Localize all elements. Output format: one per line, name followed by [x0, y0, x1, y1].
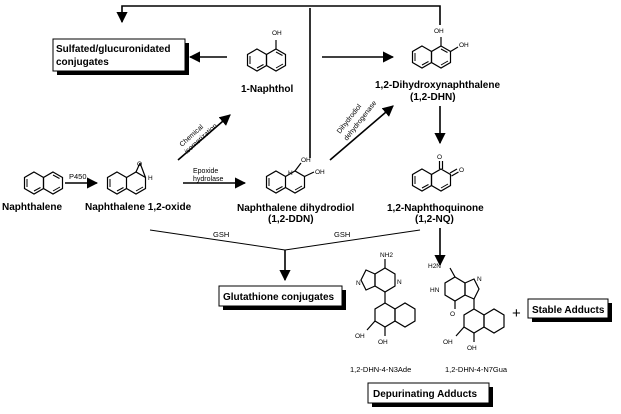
epoxide-label: Epoxide — [193, 168, 218, 175]
isomerization-arrow — [177, 114, 231, 161]
n3ade-oh-atom-1: OH — [355, 333, 365, 340]
naphthalene-oxide-label: Naphthalene 1,2-oxide — [85, 202, 192, 213]
naphthol-oh-atom: OH — [272, 30, 282, 37]
n7gua-hn-atom: HN — [430, 287, 440, 294]
n3ade-n-atom-2: N — [397, 279, 402, 286]
dehydrogenase-arrow — [329, 105, 394, 161]
gsh-left-label: GSH — [213, 230, 229, 239]
ddn-abbr-label: (1,2-DDN) — [268, 214, 314, 225]
glutathione-label: Glutathione conjugates — [223, 292, 335, 303]
n7gua-o-atom: O — [450, 311, 455, 318]
p450-label: P450 — [69, 172, 87, 181]
n7gua-n-atom: N — [477, 276, 482, 283]
gsh-converging-arrows — [149, 229, 421, 282]
stable-adducts-label: Stable Adducts — [532, 305, 605, 316]
stable-adducts-box: Stable Adducts — [527, 298, 612, 322]
depurinating-adducts-label: Depurinating Adducts — [373, 389, 478, 400]
oxide-h-atom: H — [148, 175, 153, 182]
n3ade-nh2-atom: NH2 — [380, 252, 393, 259]
n7gua-adduct-structure — [444, 267, 505, 342]
ddn-oh-atom-2: OH — [315, 169, 325, 176]
gsh-right-label: GSH — [334, 230, 350, 239]
sulfated-conjugates-box: Sulfated/glucuronidated conjugates — [52, 38, 189, 75]
nq-structure — [411, 161, 459, 192]
ddn-oh-atom-1: OH — [301, 157, 311, 164]
naphthol-label: 1-Naphthol — [241, 84, 293, 95]
dhn-structure — [411, 37, 459, 69]
dihydrodiol-structure — [265, 162, 315, 194]
hydrolase-label: hydrolase — [193, 176, 223, 183]
ddn-h-atom: H — [288, 170, 293, 177]
nq-o-atom-1: O — [437, 154, 442, 161]
depurinating-adducts-box: Depurinating Adducts — [367, 382, 493, 407]
sulfated-label-line2: conjugates — [56, 57, 109, 68]
glutathione-conjugates-box: Glutathione conjugates — [218, 285, 346, 310]
oxide-o-atom: O — [137, 161, 142, 168]
dhn-oh-atom-1: OH — [434, 28, 444, 35]
dhn-abbr-label: (1,2-DHN) — [410, 92, 456, 103]
feedback-loop-arrow — [116, 5, 441, 158]
nq-abbr-label: (1,2-NQ) — [415, 214, 454, 225]
n7gua-label: 1,2-DHN-4-N7Gua — [445, 365, 508, 374]
dhn-oh-atom-2: OH — [459, 42, 469, 49]
n7gua-oh-atom-1: OH — [443, 339, 453, 346]
n3ade-oh-atom-2: OH — [378, 339, 388, 346]
dhn-name-label: 1,2-Dihydroxynaphthalene — [375, 80, 500, 91]
n7gua-h2n-atom: H2N — [428, 263, 441, 270]
n3ade-label: 1,2-DHN-4-N3Ade — [350, 365, 411, 374]
sulfated-label-line1: Sulfated/glucuronidated — [56, 44, 170, 55]
plus-sign: + — [512, 305, 521, 322]
naphthalene-label: Naphthalene — [2, 202, 62, 213]
n3ade-n-atom-1: N — [356, 280, 361, 287]
naphthalene-structure — [23, 171, 64, 195]
naphthalene-oxide-structure — [106, 162, 147, 195]
n3ade-adduct-structure — [360, 259, 416, 336]
n7gua-oh-atom-2: OH — [467, 345, 477, 352]
ddn-name-label: Naphthalene dihydrodiol — [237, 203, 354, 214]
nq-name-label: 1,2-Naphthoquinone — [387, 203, 484, 214]
naphthol-structure — [246, 40, 287, 72]
nq-o-atom-2: O — [459, 167, 464, 174]
